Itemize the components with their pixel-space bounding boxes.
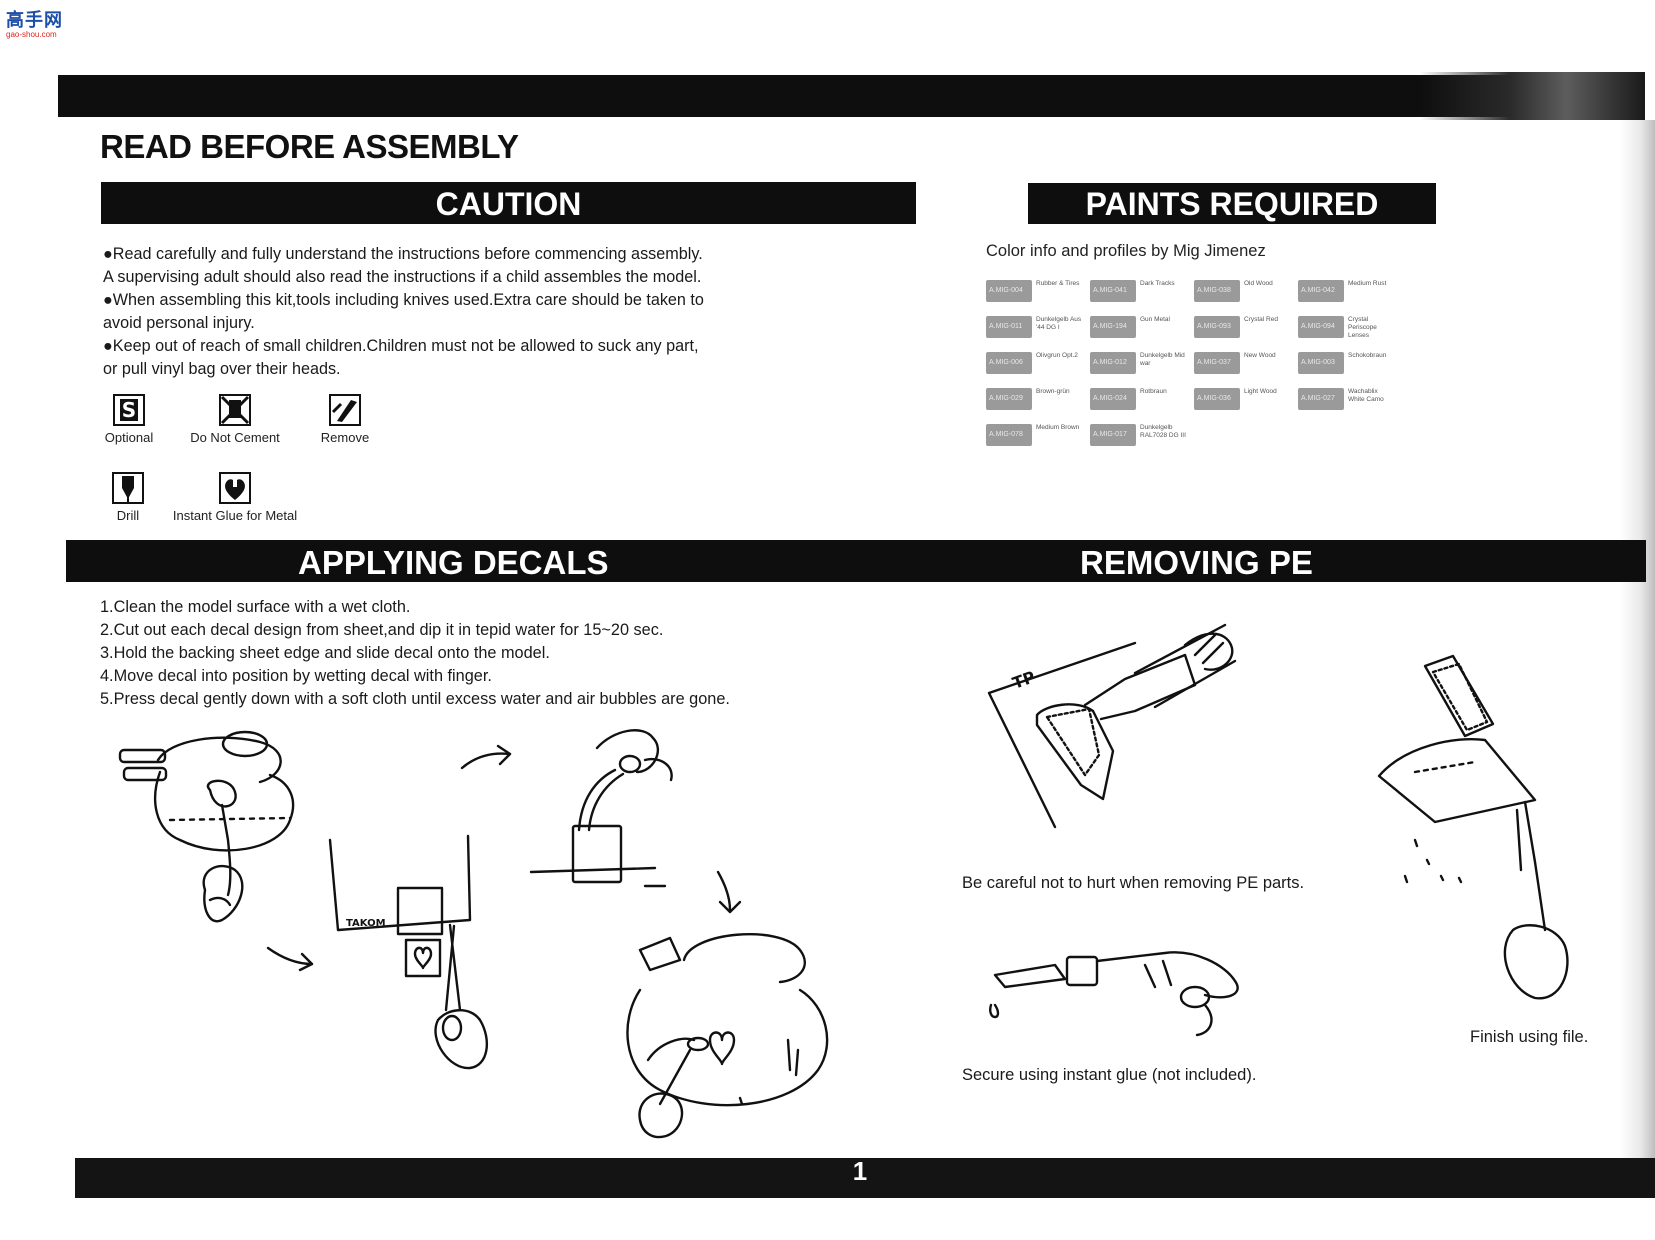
drill-icon	[112, 472, 144, 504]
applying-decals-header: APPLYING DECALS	[298, 544, 609, 581]
optional-icon: S	[113, 394, 145, 426]
caution-line: ●Keep out of reach of small children.Chi…	[103, 337, 699, 355]
arrow-icon	[716, 870, 742, 914]
decal-step: 5.Press decal gently down with a soft cl…	[100, 690, 730, 708]
site-logo: 高手网 gao-shou.com	[6, 6, 68, 40]
decal-step: 2.Cut out each decal design from sheet,a…	[100, 621, 664, 639]
caution-line: ●Read carefully and fully understand the…	[103, 245, 703, 263]
page-number: 1	[852, 1156, 868, 1186]
file-pe-illustration	[1377, 654, 1569, 1000]
legend-optional-label: Optional	[104, 430, 154, 445]
cut-pe-illustration: TP	[987, 623, 1237, 829]
decal-sheet-label: TAKOM	[346, 918, 386, 929]
caption-glue-pe: Secure using instant glue (not included)…	[962, 1066, 1257, 1084]
legend-optional: S Optional	[98, 394, 160, 445]
press-decal-illustration	[626, 933, 829, 1139]
pe-sheet-label: TP	[1010, 667, 1038, 693]
legend-remove: Remove	[310, 394, 380, 445]
removing-pe-header: REMOVING PE	[1080, 544, 1313, 581]
decal-step: 4.Move decal into position by wetting de…	[100, 667, 492, 685]
do-not-cement-icon	[219, 394, 251, 426]
cut-decal-illustration: TAKOM	[328, 834, 488, 1070]
legend-drill: Drill	[100, 472, 156, 523]
remove-icon	[329, 394, 361, 426]
decals-pe-header-bar: APPLYING DECALS REMOVING PE	[66, 540, 1646, 582]
site-logo-url: gao-shou.com	[6, 30, 57, 39]
legend-do-not-cement-label: Do Not Cement	[190, 430, 280, 445]
caution-line: or pull vinyl bag over their heads.	[103, 360, 341, 378]
caption-remove-pe: Be careful not to hurt when removing PE …	[962, 874, 1305, 892]
caution-line: A supervising adult should also read the…	[103, 268, 702, 286]
paints-required-header: PAINTS REQUIRED	[1028, 183, 1436, 224]
page-title: READ BEFORE ASSEMBLY	[100, 128, 519, 165]
legend-do-not-cement: Do Not Cement	[180, 394, 290, 445]
caution-text: ●Read carefully and fully understand the…	[103, 243, 863, 381]
caution-line: avoid personal injury.	[103, 314, 255, 332]
glue-pe-illustration	[989, 951, 1239, 1037]
decal-step: 3.Hold the backing sheet edge and slide …	[100, 644, 550, 662]
legend-instant-glue-label: Instant Glue for Metal	[172, 508, 298, 523]
arrow-icon	[266, 946, 314, 972]
page-binding-shadow	[1620, 120, 1655, 1160]
instant-glue-icon	[219, 472, 251, 504]
decal-step: 1.Clean the model surface with a wet clo…	[100, 598, 411, 616]
top-bar-shading	[1420, 72, 1645, 120]
site-logo-glyphs: 高手网	[6, 10, 63, 31]
caution-header: CAUTION	[101, 182, 916, 224]
arrow-icon	[460, 744, 512, 770]
decal-steps: 1.Clean the model surface with a wet clo…	[100, 596, 730, 711]
caution-line: ●When assembling this kit,tools includin…	[103, 291, 704, 309]
wipe-turret-illustration	[118, 730, 295, 923]
bottom-black-bar	[75, 1158, 1655, 1198]
legend-instant-glue: Instant Glue for Metal	[160, 472, 310, 523]
svg-text:S: S	[122, 398, 136, 422]
paints-intro: Color info and profiles by Mig Jimenez	[986, 242, 1266, 260]
legend-remove-label: Remove	[320, 430, 370, 445]
top-black-bar	[58, 75, 1640, 117]
legend-drill-label: Drill	[116, 508, 140, 523]
dip-decal-illustration	[529, 729, 673, 888]
caption-file-pe: Finish using file.	[1470, 1028, 1589, 1046]
